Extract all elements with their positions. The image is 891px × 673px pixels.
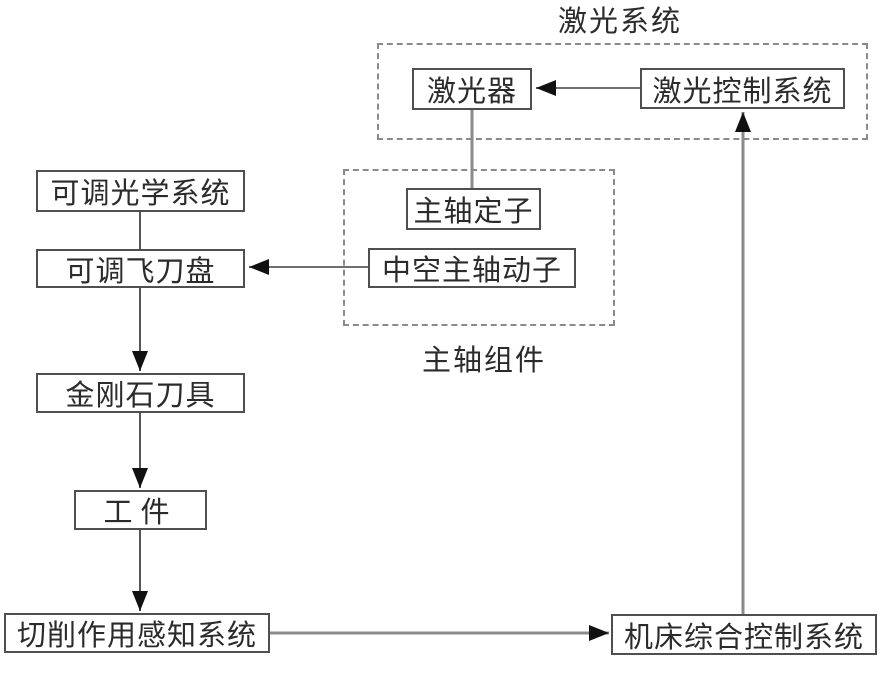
spindle-assembly-group-frame	[343, 169, 615, 326]
node-spindle-stator: 主轴定子	[406, 188, 541, 230]
spindle-assembly-label: 主轴组件	[421, 345, 546, 377]
laser-system-label: 激光系统	[557, 6, 682, 38]
node-workpiece: 工件	[74, 490, 207, 530]
node-laser: 激光器	[412, 68, 532, 110]
node-adjustable-fly-cutter: 可调飞刀盘	[36, 249, 245, 288]
laser-system-group-frame	[377, 43, 868, 140]
node-diamond-tool: 金刚石刀具	[36, 373, 245, 413]
node-cutting-sensing-system: 切削作用感知系统	[4, 613, 270, 653]
node-adjustable-optical-system: 可调光学系统	[36, 170, 245, 212]
node-machine-integrated-control-system: 机床综合控制系统	[611, 614, 877, 655]
node-laser-control-system: 激光控制系统	[640, 68, 845, 109]
node-hollow-spindle-mover: 中空主轴动子	[368, 248, 576, 288]
